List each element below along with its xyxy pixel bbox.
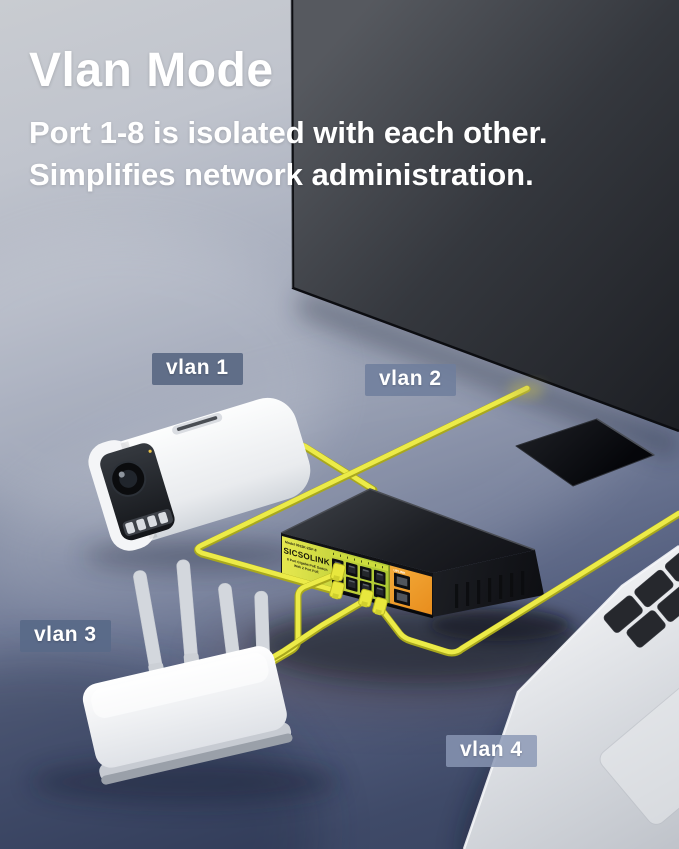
laptop-keyboard xyxy=(603,544,679,648)
monitor-stand-highlight xyxy=(596,418,655,456)
switch-desc-text-2: With 2 Port PoE xyxy=(294,564,319,575)
switch-top-highlight xyxy=(280,488,536,551)
poe-switch: Model 0915K-2GF-8 SICSOLINK 8 Port Gigab… xyxy=(280,488,544,619)
router-base xyxy=(101,733,293,785)
laptop-trackpad xyxy=(599,665,679,825)
rj45-port xyxy=(374,569,386,585)
uplink-port xyxy=(394,572,410,591)
rj45-port xyxy=(346,562,358,578)
cable-glow xyxy=(508,383,544,397)
vlan2-label: vlan 2 xyxy=(365,364,456,396)
cable-plug xyxy=(330,562,346,582)
rj45-port xyxy=(374,584,386,600)
subtitle: Port 1-8 is isolated with each other. Si… xyxy=(29,112,548,196)
monitor-edge xyxy=(290,0,679,433)
router-shadow xyxy=(30,760,340,804)
wifi-router xyxy=(82,559,293,785)
cable-plug xyxy=(358,588,374,608)
uplink-port xyxy=(394,588,410,607)
subtitle-line-1: Port 1-8 is isolated with each other. xyxy=(29,114,548,150)
router-body xyxy=(82,646,293,785)
rj45-port xyxy=(360,565,372,582)
monitor-rim xyxy=(290,0,293,289)
monitor-desk-shadow xyxy=(295,289,679,461)
vlan4-label: vlan 4 xyxy=(446,735,537,767)
uplink-label-text: UPLINK xyxy=(394,568,407,575)
security-camera xyxy=(88,397,311,551)
page-title: Vlan Mode xyxy=(29,44,274,97)
vlan1-label: vlan 1 xyxy=(152,353,243,385)
laptop-edge-highlight xyxy=(462,544,679,849)
headline: Vlan Mode Port 1-8 is isolated with each… xyxy=(29,44,548,196)
panel-divider xyxy=(388,564,390,604)
camera-lens-glint xyxy=(118,471,125,478)
camera-top-slot-inner xyxy=(176,416,218,431)
switch-top-face xyxy=(281,489,535,573)
cable-plug xyxy=(372,596,388,616)
subtitle-line-2: Simplifies network administration. xyxy=(29,156,534,192)
router-sheen xyxy=(91,652,269,718)
cable-vlan2 xyxy=(194,385,531,596)
uplink-ports xyxy=(394,572,410,607)
camera-leds xyxy=(125,511,169,534)
camera-indicator xyxy=(148,449,152,453)
rj45-port xyxy=(346,576,358,592)
router-antenna xyxy=(176,559,200,667)
cable-plugs xyxy=(329,562,388,616)
monitor-group xyxy=(290,0,679,487)
switch-vents xyxy=(455,571,525,608)
laptop xyxy=(462,544,679,849)
port-label-strip xyxy=(330,550,388,572)
vlan3-label: vlan 3 xyxy=(20,620,111,652)
cable-plug xyxy=(329,580,345,600)
cable-vlan4 xyxy=(376,510,679,657)
port-label-ticks xyxy=(333,552,383,569)
